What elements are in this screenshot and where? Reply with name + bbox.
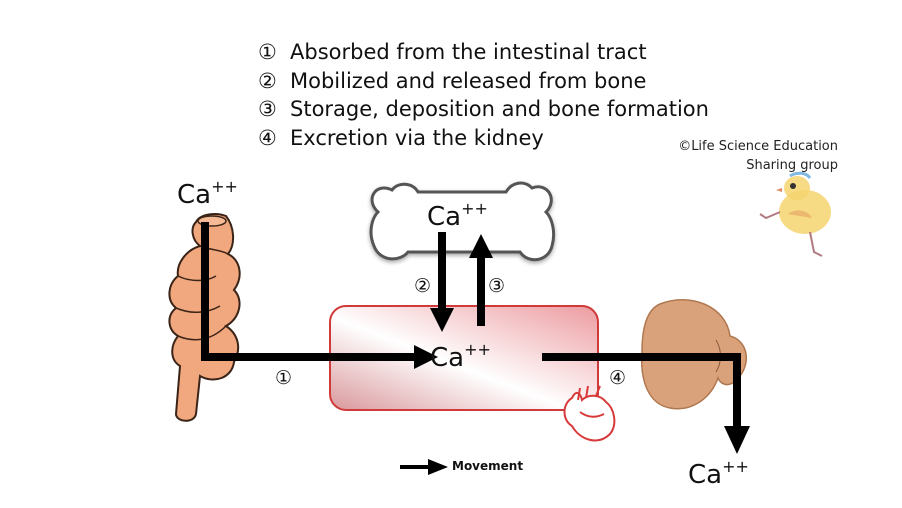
key-arrowhead — [428, 459, 448, 475]
ca-charge: ++ — [722, 457, 749, 476]
step-label-excretion: ④ — [609, 367, 627, 389]
legend-number: ② — [258, 68, 277, 93]
step-label-storage: ③ — [488, 275, 506, 297]
ca-symbol: Ca — [688, 460, 723, 490]
chick-icon — [759, 171, 831, 257]
legend-item: ④ Excretion via the kidney — [258, 124, 709, 153]
legend-label: Storage, deposition and bone formation — [290, 97, 709, 121]
legend-number: ④ — [258, 125, 277, 150]
ca-charge: ++ — [461, 199, 488, 218]
flow-arrows — [201, 222, 750, 475]
ca-charge: ++ — [464, 340, 491, 359]
legend-item: ② Mobilized and released from bone — [258, 67, 709, 96]
arrowhead-storage — [469, 234, 493, 258]
heart-icon — [563, 385, 616, 442]
copyright-line-1: ©Life Science Education — [678, 139, 838, 154]
legend-item: ③ Storage, deposition and bone formation — [258, 95, 709, 124]
copyright-line-2: Sharing group — [746, 158, 838, 173]
step-label-absorption: ① — [275, 367, 293, 389]
ca-charge: ++ — [211, 177, 238, 196]
movement-key-label: Movement — [452, 459, 524, 473]
ca-symbol: Ca — [430, 343, 465, 373]
arrowhead-excretion — [724, 426, 750, 454]
legend-list: ① Absorbed from the intestinal tract ② Mob… — [258, 38, 709, 152]
ca-symbol: Ca — [177, 180, 212, 210]
legend-item: ① Absorbed from the intestinal tract — [258, 38, 709, 67]
arrow-absorption — [201, 222, 418, 361]
calcium-bone-label: Ca++ — [427, 199, 488, 233]
legend-label: Excretion via the kidney — [290, 125, 544, 150]
step-label-mobilization: ② — [414, 275, 432, 297]
copyright-notice: ©Life Science Education Sharing group — [678, 137, 838, 175]
arrowhead-absorption — [414, 345, 438, 369]
legend-number: ① — [258, 40, 277, 64]
ca-symbol: Ca — [427, 202, 462, 232]
calcium-excreted-label: Ca++ — [688, 457, 749, 491]
arrowhead-mobilization — [430, 308, 454, 332]
bone-icon — [369, 181, 556, 262]
arrow-excretion — [542, 353, 741, 430]
legend-label: Mobilized and released from bone — [290, 68, 647, 93]
legend-label: Absorbed from the intestinal tract — [290, 40, 647, 64]
calcium-intake-label: Ca++ — [177, 177, 238, 211]
calcium-blood-label: Ca++ — [430, 340, 491, 374]
legend-number: ③ — [258, 97, 277, 121]
